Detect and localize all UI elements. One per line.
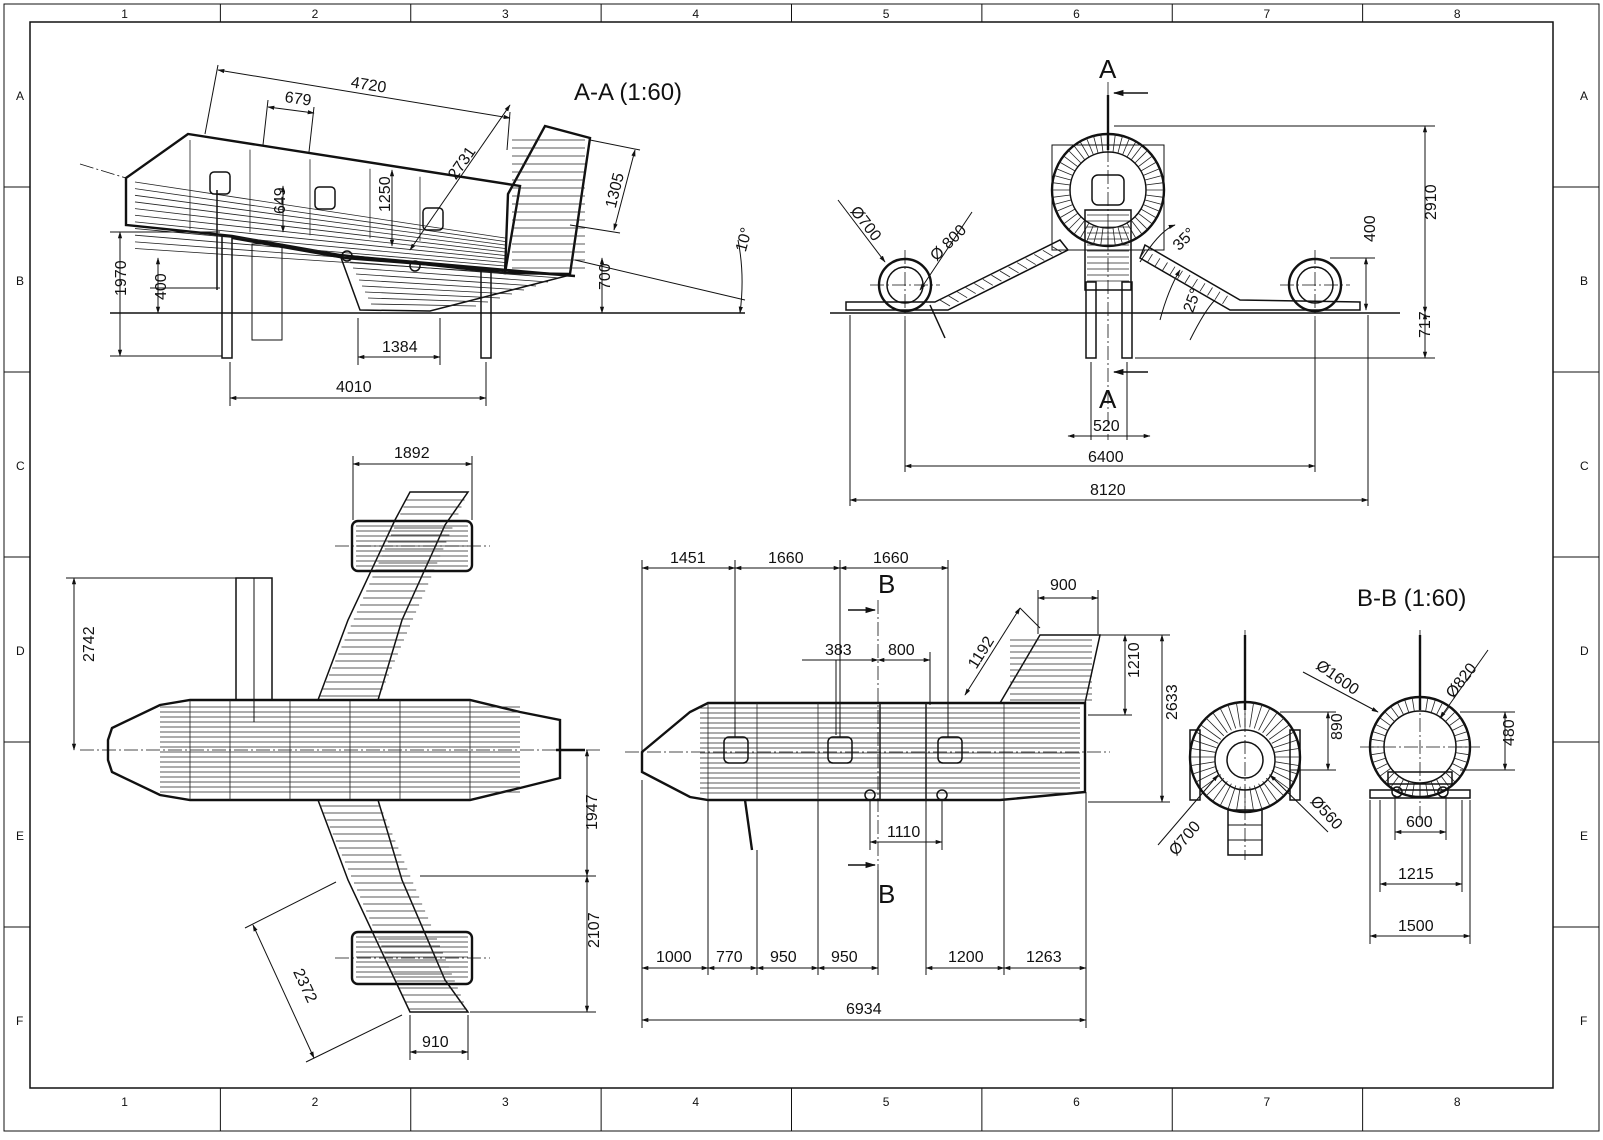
dim-bb-outer: Ø1600 (1313, 657, 1362, 699)
zone-label-col: 6 (1073, 7, 1080, 21)
dim-front-height: 2910 (1423, 184, 1440, 220)
zone-label-col: 3 (502, 7, 509, 21)
zone-label-row: E (16, 829, 24, 843)
dim-bb-inner: Ø820 (1443, 660, 1481, 701)
dim-top-tip-width: 910 (422, 1034, 449, 1051)
dim-top-length: 2742 (81, 626, 98, 662)
dim-aa-legs: 4010 (336, 379, 372, 396)
dim-side-s3: 1660 (873, 550, 909, 567)
zone-label-row: B (16, 274, 24, 288)
zone-label-col: 1 (121, 1095, 128, 1109)
side-view: B B 1451 1660 1660 900 1192 383 800 1210 (625, 550, 1181, 1028)
dim-side-total: 6934 (846, 1001, 882, 1018)
zone-label-row: C (1580, 459, 1589, 473)
dim-aa-inner: 649 (272, 187, 289, 214)
dim-top-wing-edge: 2372 (289, 966, 319, 1006)
cut-label-a-top: A (1099, 54, 1117, 84)
zone-label-col: 1 (121, 7, 128, 21)
zone-label-col: 7 (1263, 1095, 1270, 1109)
dim-top-half-span: 1947 (584, 794, 601, 830)
dim-side-gap: 1110 (887, 824, 920, 841)
zone-label-row: F (1580, 1014, 1587, 1028)
zone-label-row: B (1580, 274, 1588, 288)
zone-label-row: F (16, 1014, 23, 1028)
dim-front-foot: 717 (1417, 311, 1434, 338)
zone-label-col: 8 (1454, 1095, 1461, 1109)
zone-label-col: 3 (502, 1095, 509, 1109)
section-aa-title: A-A (1:60) (574, 79, 682, 106)
zone-label-col: 6 (1073, 1095, 1080, 1109)
dim-bb-h: 480 (1501, 719, 1518, 746)
dim-bb-w1: 600 (1406, 814, 1433, 831)
zone-label-col: 7 (1263, 7, 1270, 21)
dim-front-post: 520 (1093, 418, 1120, 435)
dim-side-fin-edge: 1192 (965, 634, 998, 672)
dim-side-height: 2633 (1164, 684, 1181, 720)
cut-label-a-bottom: A (1099, 384, 1117, 414)
zone-label-col: 8 (1454, 7, 1461, 21)
zone-label-row: C (16, 459, 25, 473)
dim-side-d4: 950 (831, 949, 858, 966)
dim-side-d2: 770 (716, 949, 743, 966)
dim-side-s2: 1660 (768, 550, 804, 567)
dim-top-wing-root: 2107 (586, 912, 603, 948)
zone-label-col: 5 (883, 1095, 890, 1109)
dim-rear-inner: 890 (1329, 713, 1346, 740)
zone-label-row: A (16, 89, 24, 103)
dim-aa-angle: 10° (733, 226, 756, 254)
dim-side-d1: 1000 (656, 949, 692, 966)
dim-aa-length: 4720 (350, 74, 388, 96)
zone-label-col: 2 (312, 7, 319, 21)
cut-label-b-top: B (878, 569, 895, 599)
zone-label-col: 2 (312, 1095, 319, 1109)
dim-front-track: 6400 (1088, 449, 1124, 466)
dim-aa-mid: 700 (597, 263, 614, 290)
dim-side-d5: 1200 (948, 949, 984, 966)
zone-label-col: 5 (883, 7, 890, 21)
dim-front-angle-35: 35° (1170, 225, 1199, 254)
dim-top-wing-tip: 1892 (394, 445, 430, 462)
dim-side-d6: 1263 (1026, 949, 1062, 966)
dim-aa-total-height: 1970 (113, 260, 130, 296)
dim-bb-w3: 1500 (1398, 918, 1434, 935)
dim-side-fin: 900 (1050, 577, 1077, 594)
zone-label-col: 4 (692, 7, 699, 21)
dim-front-span: 8120 (1090, 482, 1126, 499)
dim-bb-w2: 1215 (1398, 866, 1434, 883)
zone-label-row: A (1580, 89, 1588, 103)
dim-rear-d1: Ø700 (1166, 818, 1204, 859)
section-bb-view: B-B (1:60) Ø1600 Ø820 480 600 1215 1500 (1302, 585, 1518, 944)
dim-side-d3: 950 (770, 949, 797, 966)
dim-side-b: 800 (888, 642, 915, 659)
dim-front-wheel-small: Ø700 (847, 203, 885, 244)
dim-front-wing-h: 400 (1362, 215, 1379, 242)
dim-front-wheel-big: Ø 800 (927, 222, 970, 265)
top-view: 1892 2742 1947 2107 2372 910 (66, 445, 603, 1063)
section-aa-view: A-A (1:60) 4720 679 (79, 64, 756, 406)
cut-label-b-bottom: B (878, 879, 895, 909)
dim-aa-inner-height: 1250 (377, 176, 394, 212)
dim-side-a: 383 (825, 642, 852, 659)
dim-aa-base: 1384 (382, 339, 418, 356)
front-view: A A Ø700 Ø 800 35° 25° 400 2910 717 520 … (830, 54, 1440, 506)
zone-label-row: D (1580, 644, 1589, 658)
dim-rear-d2: Ø560 (1307, 793, 1346, 834)
zone-label-row: E (1580, 829, 1588, 843)
dim-aa-body: 2731 (445, 144, 479, 183)
dim-side-s1: 1451 (670, 550, 706, 567)
dim-aa-window: 679 (284, 89, 313, 110)
dim-front-angle-25: 25° (1181, 286, 1205, 315)
dim-side-fin-h: 1210 (1126, 642, 1143, 678)
zone-label-col: 4 (692, 1095, 699, 1109)
section-bb-title: B-B (1:60) (1357, 585, 1466, 612)
zone-label-row: D (16, 644, 25, 658)
dim-aa-low: 400 (153, 273, 170, 300)
